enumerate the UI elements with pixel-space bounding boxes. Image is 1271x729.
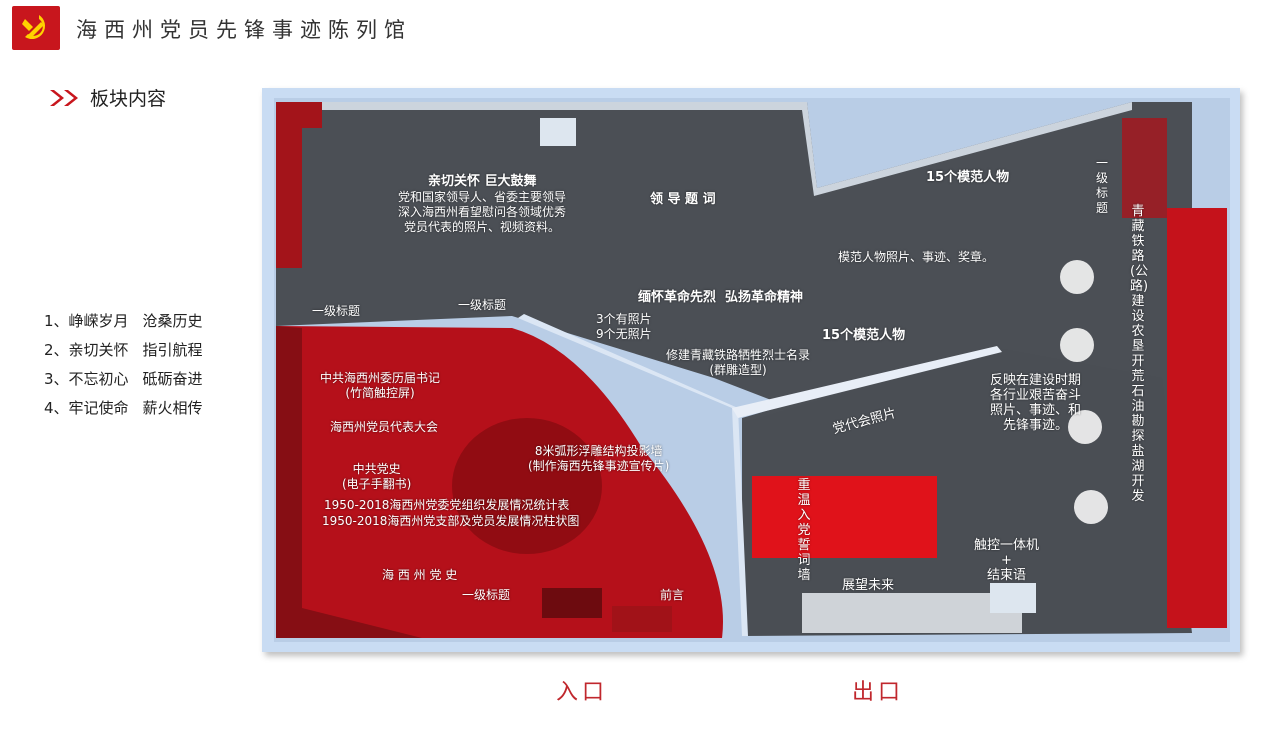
label-vertical-right: 青藏铁路(公路)建设 农垦开荒 石油勘探 盐湖开发 [1130, 204, 1149, 504]
list-item: 2、亲切关怀指引航程 [44, 341, 203, 359]
footprint-icon [1074, 490, 1108, 524]
label-touch: 触控一体机 + 结束语 [974, 538, 1040, 583]
label-reflect: 反映在建设时期 各行业艰苦奋斗 照片、事迹、和 先锋事迹。 [990, 373, 1082, 433]
label-railway: 修建青藏铁路牺牲烈士名录 (群雕造型) [666, 348, 811, 377]
label-level1-b: 一级标题 [458, 298, 507, 312]
section-label: 板块内容 [90, 88, 167, 110]
footprint-icon [1060, 260, 1094, 294]
footprint-icon [1068, 410, 1102, 444]
label-secretaries: 中共海西州委历届书记 (竹简触控屏) [320, 371, 441, 400]
label-stats2: 1950-2018海西州党支部及党员发展情况柱状图 [322, 514, 580, 528]
list-item: 4、牢记使命薪火相传 [44, 399, 203, 417]
exit-label: 出口 [852, 680, 905, 705]
label-level1-a: 一级标题 [312, 304, 361, 318]
label-martyrs: 缅怀革命先烈 弘扬革命精神 [638, 290, 804, 305]
footprint-icon [1060, 328, 1094, 362]
entrance-label: 入口 [556, 680, 609, 705]
label-care-title: 亲切关怀 巨大鼓舞 [428, 174, 537, 189]
floor-plan: 亲切关怀 巨大鼓舞 党和国家领导人、省委主要领导 深入海西州看望慰问各领域优秀 … [262, 88, 1240, 652]
party-emblem-icon [12, 6, 60, 50]
label-models-top: 15个模范人物 [926, 170, 1010, 185]
label-congress: 海西州党员代表大会 [330, 420, 439, 434]
label-leader-words: 领 导 题 词 [650, 192, 716, 207]
label-oath-wall: 重温入党誓词墙 [797, 478, 811, 583]
label-party-history: 中共党史 (电子手翻书) [342, 462, 412, 491]
label-level1-vertical: 一级标题 [1095, 156, 1108, 215]
section-header: 板块内容 [48, 84, 166, 111]
double-chevron-icon [50, 89, 78, 106]
label-future: 展望未来 [842, 578, 895, 593]
list-item: 1、峥嵘岁月沧桑历史 [44, 312, 203, 330]
content-list: 1、峥嵘岁月沧桑历史 2、亲切关怀指引航程 3、不忘初心砥砺奋进 4、牢记使命薪… [44, 307, 203, 423]
label-models-mid: 15个模范人物 [822, 328, 906, 343]
label-level1-c: 一级标题 [462, 588, 511, 602]
label-models-desc: 模范人物照片、事迹、奖章。 [838, 250, 995, 264]
label-care-desc: 党和国家领导人、省委主要领导 深入海西州看望慰问各领域优秀 党员代表的照片、视频… [398, 190, 567, 234]
label-photos: 3个有照片 9个无照片 [596, 312, 652, 341]
list-item: 3、不忘初心砥砺奋进 [44, 370, 203, 388]
label-stats1: 1950-2018海西州党委党组织发展情况统计表 [324, 498, 570, 512]
label-preface: 前言 [660, 588, 685, 602]
label-haixi-history: 海 西 州 党 史 [382, 568, 458, 582]
page-title: 海西州党员先锋事迹陈列馆 [76, 18, 412, 42]
label-projection: 8米弧形浮雕结构投影墙 (制作海西先锋事迹宣传片) [528, 444, 670, 473]
